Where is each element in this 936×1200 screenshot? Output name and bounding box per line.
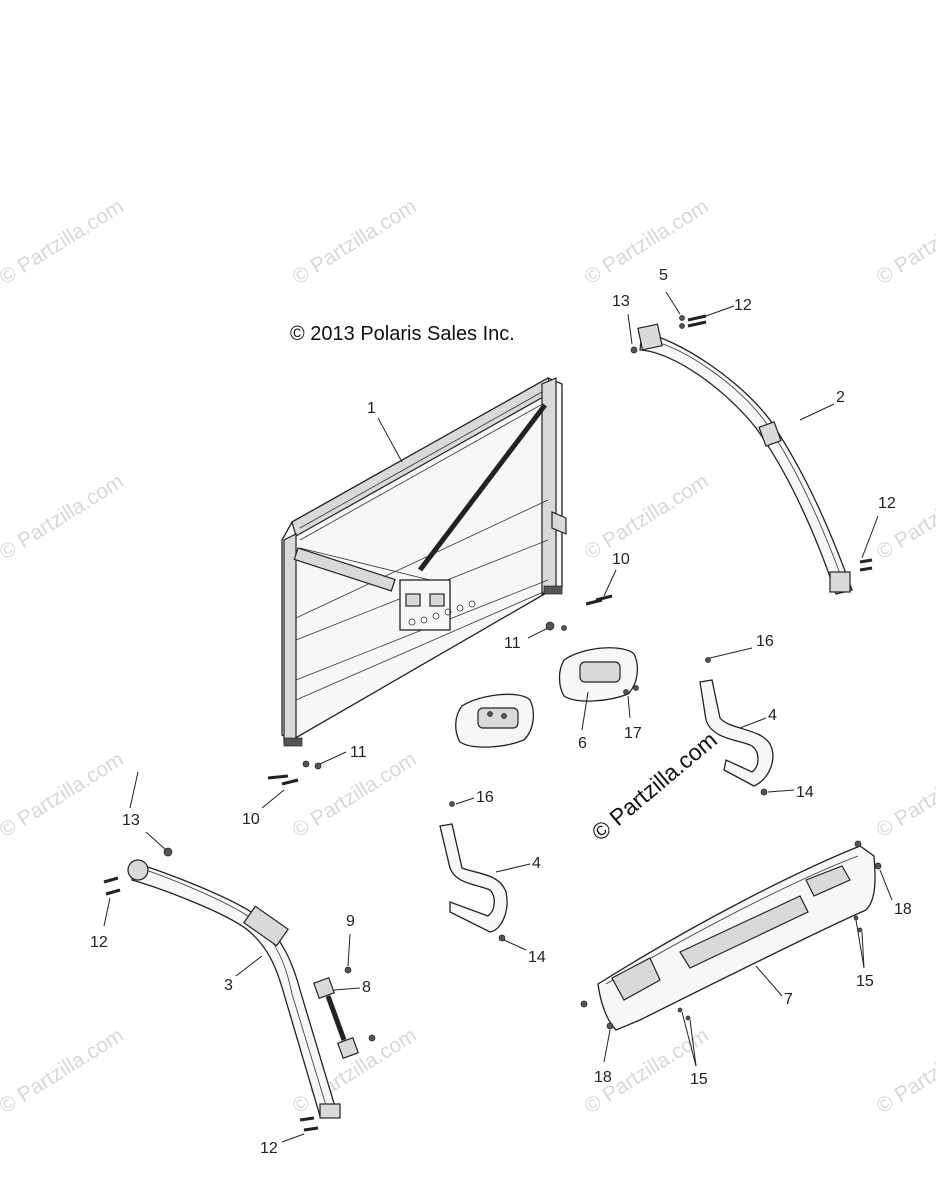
- watermark: © Partzilla.com: [0, 748, 128, 842]
- part-2-roll-bar-right: [637, 323, 853, 595]
- callout-11: 11: [504, 635, 521, 652]
- callout-8: 8: [362, 979, 371, 996]
- callout-12: 12: [90, 934, 108, 951]
- callout-17: 17: [624, 725, 642, 742]
- copyright-text: © 2013 Polaris Sales Inc.: [290, 323, 515, 345]
- watermark: © Partzilla.com: [580, 470, 712, 564]
- callout-5: 5: [659, 267, 668, 284]
- callout-9: 9: [346, 913, 355, 930]
- center-watermark: © Partzilla.com: [587, 726, 722, 846]
- callout-15: 15: [690, 1071, 708, 1088]
- callout-10: 10: [612, 551, 630, 568]
- watermark: © Partzilla.com: [872, 1024, 936, 1118]
- callout-16: 16: [756, 633, 774, 650]
- watermark: © Partzilla.com: [872, 470, 936, 564]
- callout-14: 14: [528, 949, 546, 966]
- callout-3: 3: [224, 977, 233, 994]
- watermark: © Partzilla.com: [580, 195, 712, 289]
- callout-10: 10: [242, 811, 260, 828]
- part-7-rear-panel: [597, 845, 876, 1031]
- watermark: © Partzilla.com: [0, 470, 128, 564]
- callout-2: 2: [836, 389, 845, 406]
- part-3-roll-bar-left: [127, 859, 341, 1119]
- part-1-rear-frame: [281, 377, 567, 747]
- part-4-bracket-right: [699, 679, 774, 787]
- part-4-bracket-left: [439, 823, 508, 933]
- callout-12: 12: [260, 1140, 278, 1157]
- callout-13: 13: [122, 812, 140, 829]
- watermark: © Partzilla.com: [872, 195, 936, 289]
- callout-14: 14: [796, 784, 814, 801]
- callout-13: 13: [612, 293, 630, 310]
- callout-18: 18: [894, 901, 912, 918]
- watermark: © Partzilla.com: [0, 1024, 128, 1118]
- callout-7: 7: [784, 991, 793, 1008]
- callout-1: 1: [367, 400, 376, 417]
- callout-4: 4: [532, 855, 541, 872]
- watermark: © Partzilla.com: [872, 748, 936, 842]
- callout-4: 4: [768, 707, 777, 724]
- leader-lines: [103, 291, 893, 1143]
- callout-labels: 1 2 3 4 4 5 6 7 8 9 10 10 11 11 12 12 12…: [90, 267, 912, 1157]
- callout-12: 12: [734, 297, 752, 314]
- callout-18: 18: [594, 1069, 612, 1086]
- callout-11: 11: [350, 744, 367, 761]
- watermark: © Partzilla.com: [0, 195, 128, 289]
- watermark: © Partzilla.com: [288, 195, 420, 289]
- part-8-strap: [312, 976, 360, 1060]
- callout-16: 16: [476, 789, 494, 806]
- callout-6: 6: [578, 735, 587, 752]
- callout-15: 15: [856, 973, 874, 990]
- part-6-headrests: [455, 647, 639, 748]
- callout-12: 12: [878, 495, 896, 512]
- hardware: [103, 314, 882, 1132]
